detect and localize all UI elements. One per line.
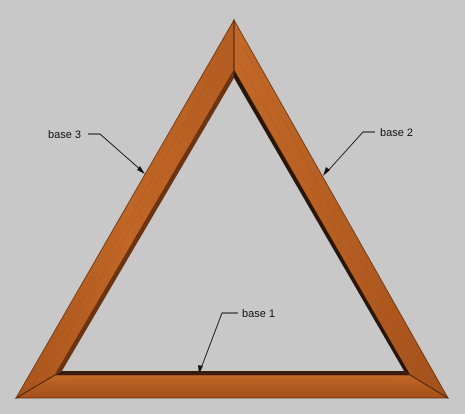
board-base-3 [14,18,235,400]
board-base-1 [14,374,450,399]
board-base-2-inner-edge [234,70,410,375]
board-base-3-inner-edge [55,70,234,375]
leader-base-2 [323,131,375,176]
miter-joint-right [409,374,449,399]
miter-joint-left [15,374,56,399]
label-base-3: base 3 [48,129,81,141]
board-base-2 [233,18,450,400]
label-base-1: base 1 [242,308,275,320]
board-base-1-inner-edge [55,371,410,375]
leader-base-1 [198,312,238,374]
wood-grain [29,44,431,394]
label-base-2: base 2 [380,127,413,139]
leader-base-3 [88,133,145,174]
